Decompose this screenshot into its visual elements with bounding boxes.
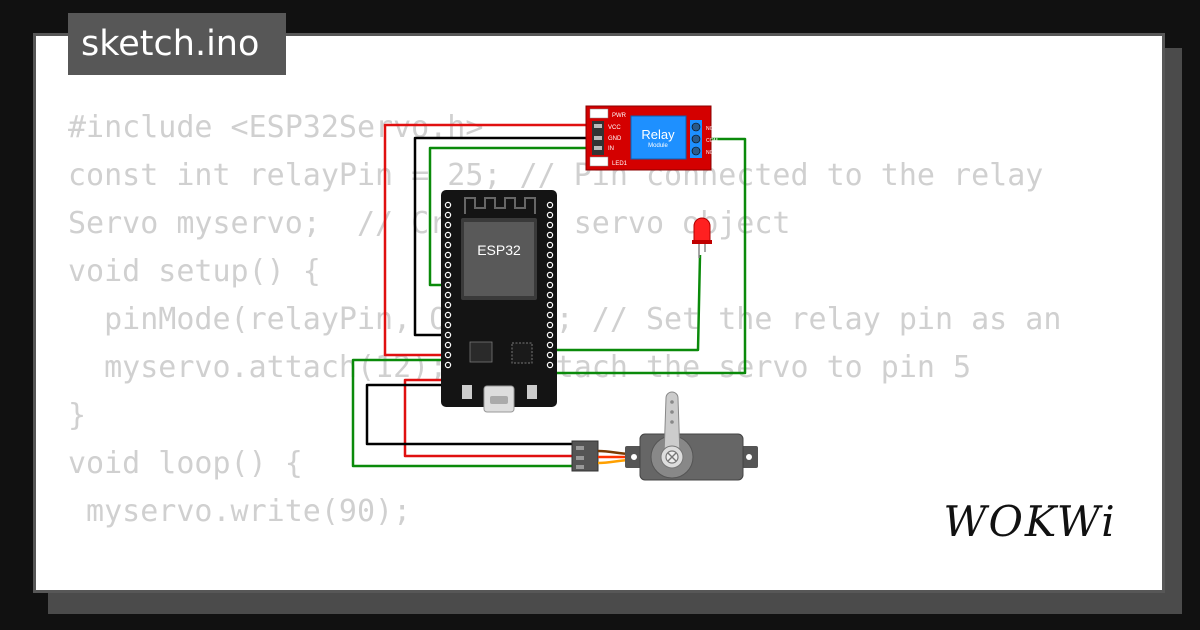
esp32-pin <box>546 261 554 269</box>
esp32-pin <box>444 311 452 319</box>
esp32-pin <box>444 301 452 309</box>
esp32-pin <box>444 341 452 349</box>
relay-pwr-label: PWR <box>612 113 627 119</box>
wire-green-led <box>555 254 702 352</box>
esp32-usb-inner <box>490 396 508 404</box>
servo-horn-hole <box>670 410 674 414</box>
esp32-label: ESP32 <box>477 242 521 258</box>
relay-pin-label-in: IN <box>608 146 614 152</box>
esp32-shield <box>464 222 534 296</box>
relay-terminal-screw <box>691 134 701 144</box>
esp32-pin <box>444 261 452 269</box>
esp32-pins-left <box>444 201 452 369</box>
esp32-chip <box>511 342 533 364</box>
wokwi-logo: WOKWi <box>943 497 1116 546</box>
servo-motor <box>571 391 758 481</box>
red-led <box>692 217 712 258</box>
esp32-pin <box>444 351 452 359</box>
esp32-pin <box>444 211 452 219</box>
servo-connector-pin <box>576 446 584 450</box>
esp32-pin <box>444 271 452 279</box>
esp32-pin <box>546 241 554 249</box>
wire-green-relay-nc <box>553 137 747 375</box>
wokwi-logo-text: WOKWi <box>943 497 1116 546</box>
relay-led1-label: LED1 <box>612 161 628 167</box>
servo-horn <box>663 391 681 458</box>
relay-pin-vcc <box>594 124 602 128</box>
esp32-button <box>527 385 537 399</box>
code-line: void setup() { <box>68 254 321 289</box>
wire-black-gnd <box>413 136 600 337</box>
relay-terminal-screw <box>691 122 701 132</box>
esp32-board: ESP32 <box>441 190 557 413</box>
esp32-pin <box>546 211 554 219</box>
esp32-pin <box>546 311 554 319</box>
servo-connector-pin <box>576 465 584 469</box>
relay-block <box>630 115 687 160</box>
relay-contact-label-no: NO <box>706 150 714 156</box>
esp32-pin <box>444 251 452 259</box>
relay-terminal-screw <box>691 146 701 156</box>
relay-pin-gnd <box>594 136 602 140</box>
wire-red-servo-vcc <box>403 378 578 458</box>
servo-screw-cross <box>667 452 677 462</box>
relay-pin-label-vcc: VCC <box>608 125 621 131</box>
code-line: myservo.write(90); <box>68 494 412 529</box>
esp32-button <box>462 385 472 399</box>
servo-mount-hole <box>631 454 637 460</box>
led-body <box>693 217 711 243</box>
wire-green-in <box>428 146 600 287</box>
esp32-pin <box>444 361 452 369</box>
wire-black-servo-gnd <box>365 383 578 446</box>
esp32-pin <box>546 351 554 359</box>
relay-pin-label-gnd: GND <box>608 136 622 142</box>
esp32-pin <box>546 251 554 259</box>
esp32-pin <box>444 291 452 299</box>
esp32-pin <box>546 201 554 209</box>
servo-connector-pin <box>576 456 584 460</box>
relay-subtitle: Module <box>648 143 668 149</box>
relay-contact-label-com: COM <box>706 138 718 144</box>
esp32-pin <box>546 341 554 349</box>
esp32-antenna <box>464 197 536 214</box>
relay-led1 <box>589 156 609 167</box>
esp32-pin <box>546 221 554 229</box>
esp32-pin <box>444 331 452 339</box>
servo-connector <box>571 440 599 472</box>
esp32-pin <box>546 281 554 289</box>
esp32-pin <box>444 201 452 209</box>
code-line: void loop() { <box>68 446 303 481</box>
esp32-pin <box>444 241 452 249</box>
esp32-regulator <box>469 341 493 363</box>
relay-title: Relay <box>641 127 675 142</box>
esp32-pin <box>444 221 452 229</box>
servo-horn-hole <box>670 420 674 424</box>
servo-mount-hole <box>746 454 752 460</box>
wire-green-servo-signal <box>351 358 578 468</box>
esp32-pin <box>444 231 452 239</box>
code-line: } <box>68 398 87 433</box>
esp32-pin <box>444 321 452 329</box>
relay-pin-in <box>594 146 602 150</box>
servo-horn-hole <box>670 400 674 404</box>
relay-pwr-led <box>589 108 609 119</box>
esp32-pin <box>546 231 554 239</box>
esp32-pin <box>546 301 554 309</box>
led-base <box>692 240 712 244</box>
esp32-pin <box>546 331 554 339</box>
esp32-pin <box>546 291 554 299</box>
sketch-title: sketch.ino <box>68 13 286 75</box>
esp32-pins-right <box>546 201 554 369</box>
esp32-pin <box>546 361 554 369</box>
esp32-pin <box>444 281 452 289</box>
wire-red-vcc <box>383 123 600 357</box>
relay-module: PWR LED1 VCC GND IN Relay Module NC COM … <box>585 105 718 171</box>
esp32-pin <box>546 271 554 279</box>
esp32-pin <box>546 321 554 329</box>
relay-contact-label-nc: NC <box>706 126 714 132</box>
